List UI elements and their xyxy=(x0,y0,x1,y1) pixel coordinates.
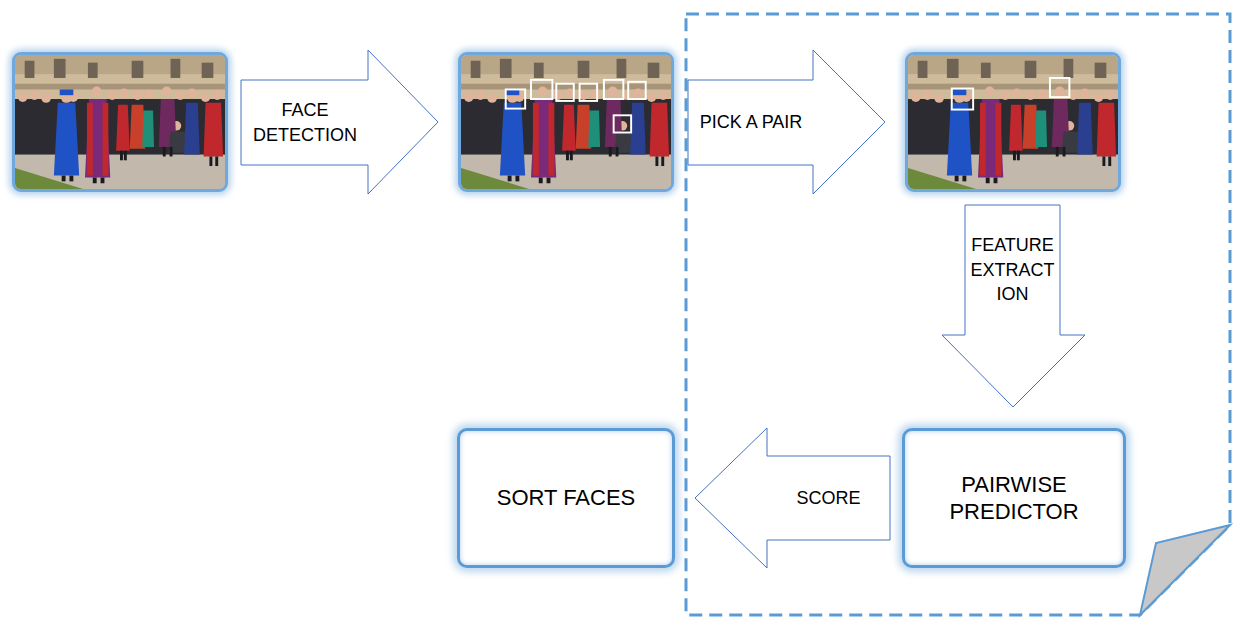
step-label: PICK A PAIR xyxy=(700,110,803,135)
dashed-region xyxy=(686,14,1230,615)
process-box: SORT FACES xyxy=(457,428,675,568)
block-arrow xyxy=(942,205,1085,407)
step-label-box: PICK A PAIR xyxy=(692,82,810,163)
crowd-picture xyxy=(15,55,225,189)
block-arrow xyxy=(241,50,438,194)
pair-photo xyxy=(905,52,1121,192)
block-arrow xyxy=(688,50,885,194)
face-boxes xyxy=(506,80,646,133)
detected-photo xyxy=(458,52,674,192)
step-label-box: FEATURE EXTRACT ION xyxy=(967,207,1058,333)
face-boxes xyxy=(952,78,1070,110)
box-text: SORT FACES xyxy=(487,478,646,518)
input-photo xyxy=(12,52,228,192)
step-label: FEATURE EXTRACT ION xyxy=(967,233,1058,307)
page-fold xyxy=(1140,525,1230,615)
connector-label-box: SCORE xyxy=(771,460,886,536)
box-text: PAIRWISE PREDICTOR xyxy=(905,465,1123,532)
crowd-picture xyxy=(461,55,671,189)
step-label: FACE DETECTION xyxy=(250,98,360,148)
connector-label: SCORE xyxy=(796,486,860,511)
block-arrow-connector xyxy=(695,428,890,568)
process-box: PAIRWISE PREDICTOR xyxy=(902,428,1126,568)
step-label-box: FACE DETECTION xyxy=(250,82,360,163)
crowd-picture xyxy=(908,55,1118,189)
